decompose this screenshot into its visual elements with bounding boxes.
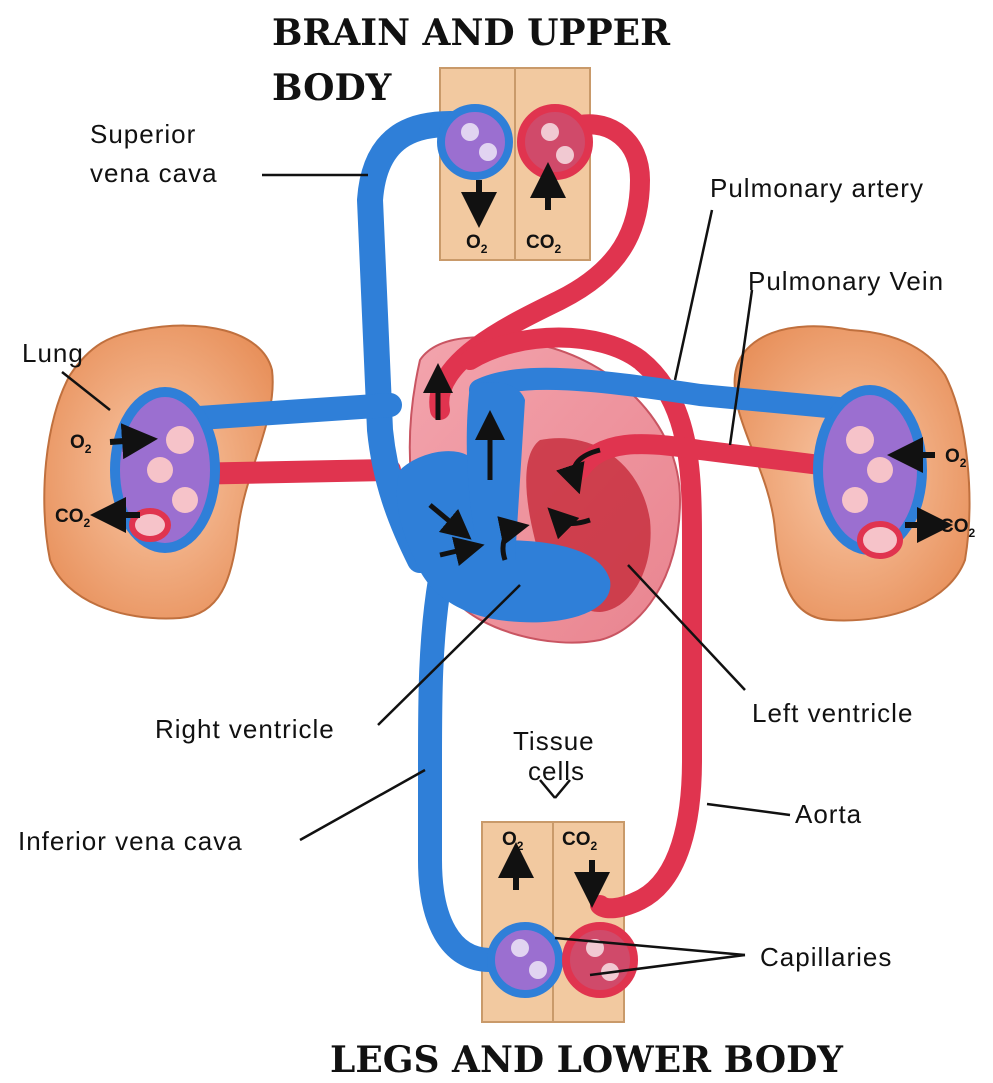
label-superior-vena-cava-1: Superior	[90, 119, 196, 149]
right-atrium-column	[467, 382, 525, 560]
label-inferior-vena-cava: Inferior vena cava	[18, 826, 243, 856]
right-lung-capillaries	[818, 390, 922, 556]
label-aorta: Aorta	[795, 799, 862, 829]
label-right-ventricle: Right ventricle	[155, 714, 335, 744]
heading-lower: LEGS AND LOWER BODY	[330, 1039, 844, 1081]
label-lung: Lung	[22, 338, 84, 368]
label-tissue-cells-1: Tissue	[513, 726, 595, 756]
label-superior-vena-cava-2: vena cava	[90, 158, 218, 188]
heading-upper-line1: BRAIN AND UPPER	[272, 12, 671, 54]
label-capillaries: Capillaries	[760, 942, 892, 972]
label-pulmonary-vein: Pulmonary Vein	[748, 266, 944, 296]
left-lung-capillaries	[115, 392, 215, 548]
label-left-ventricle: Left ventricle	[752, 698, 913, 728]
heading-upper-line2: BODY	[272, 67, 393, 109]
label-tissue-cells-2: cells	[528, 756, 585, 786]
label-pulmonary-artery: Pulmonary artery	[710, 173, 924, 203]
